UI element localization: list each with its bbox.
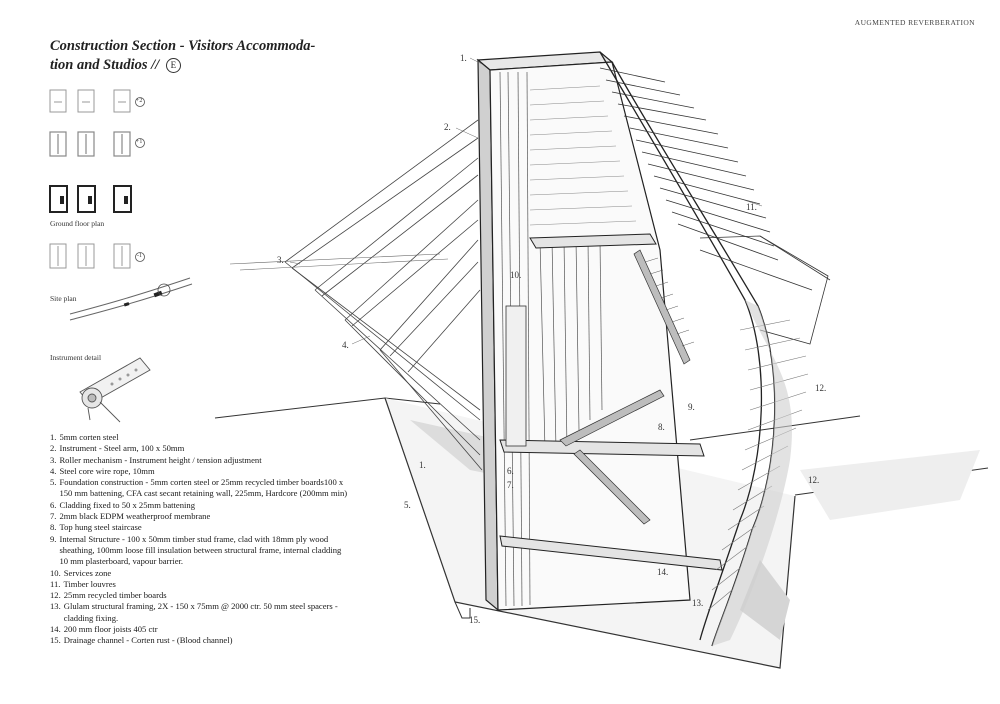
drawing-series-label: AUGMENTED REVERBERATION <box>854 18 975 27</box>
callout-1: 1. <box>460 53 467 63</box>
callout-6: 6. <box>507 466 514 476</box>
instrument-detail-drawing <box>79 357 151 423</box>
legend-item: 9.Internal Structure - 100 x 50mm timber… <box>50 533 342 567</box>
floor-plan-thumbnails <box>49 89 145 269</box>
title-line-1: Construction Section - Visitors Accommod… <box>50 38 316 54</box>
services-zone <box>505 305 527 447</box>
callout-12: 12. <box>815 383 827 393</box>
legend-item: 8.Top hung steel staircase <box>50 522 142 533</box>
construction-legend: 1.5mm corten steel 2.Instrument - Steel … <box>50 432 350 647</box>
callout-leaders <box>289 57 763 345</box>
callout-13: 13. <box>692 598 704 608</box>
legend-item: 4.Steel core wire rope, 10mm <box>50 465 155 476</box>
legend-item: 5.Foundation construction - 5mm corten s… <box>50 477 348 499</box>
floor-plan-ground <box>49 185 132 213</box>
legend-item: 11.Timber louvres <box>50 578 116 589</box>
callout-9: 9. <box>688 402 695 412</box>
site-plan-caption: Site plan <box>50 294 77 303</box>
callout-2: 2. <box>444 122 451 132</box>
floor-plan-level-minus-1 <box>49 243 131 269</box>
legend-item: 10.Services zone <box>50 567 112 578</box>
timber-cladding-upper <box>529 85 637 226</box>
shell-shadow <box>712 300 792 646</box>
callout-4: 4. <box>342 340 349 350</box>
page-title: Construction Section - Visitors Accommod… <box>50 37 340 75</box>
floor-slabs <box>499 233 723 571</box>
callout-3: 3. <box>277 255 284 265</box>
stair-treads <box>644 257 695 347</box>
title-line-2: tion and Studios // <box>50 57 160 73</box>
corten-tower-structure <box>476 51 691 612</box>
floor-plan-level-1 <box>49 131 131 157</box>
site-plan-drawing <box>69 277 193 321</box>
legend-item: 14.200 mm floor joists 405 ctr <box>50 624 158 635</box>
level-label-plus-1: +1 <box>136 139 143 145</box>
callout-12-ground: 12. <box>808 475 820 485</box>
section-badge: E <box>165 58 181 74</box>
level-label-minus-1: -1 <box>137 253 142 259</box>
legend-item: 13.Glulam structural framing, 2X - 150 x… <box>50 601 338 623</box>
legend-item: 12.25mm recycled timber boards <box>50 590 167 601</box>
callout-1-ground: 1. <box>419 460 426 470</box>
callout-14: 14. <box>657 567 669 577</box>
legend-item: 3.Roller mechanism - Instrument height /… <box>50 454 262 465</box>
timber-louvres <box>599 67 779 261</box>
legend-item: 15.Drainage channel - Corten rust - (Blo… <box>50 635 233 646</box>
steel-staircase <box>559 249 691 525</box>
ground-floor-plan-caption: Ground floor plan <box>50 219 105 228</box>
callout-8: 8. <box>658 422 665 432</box>
callout-11: 11. <box>746 202 757 212</box>
instrument-detail-caption: Instrument detail <box>50 353 102 362</box>
instrument-wire-ropes <box>284 119 483 471</box>
callout-5: 5. <box>404 500 411 510</box>
legend-item: 1.5mm corten steel <box>50 432 119 442</box>
legend-item: 7.2mm black EDPM weatherproof membrane <box>50 511 211 522</box>
callout-10: 10. <box>510 270 522 280</box>
callout-15: 15. <box>469 615 481 625</box>
instrument-arm <box>229 253 449 271</box>
callout-7: 7. <box>507 480 514 490</box>
legend-item: 6.Cladding fixed to 50 x 25mm battening <box>50 499 196 510</box>
floor-plan-level-2 <box>49 89 131 113</box>
legend-item: 2.Instrument - Steel arm, 100 x 50mm <box>50 443 185 454</box>
level-label-plus-2: +2 <box>136 98 143 104</box>
